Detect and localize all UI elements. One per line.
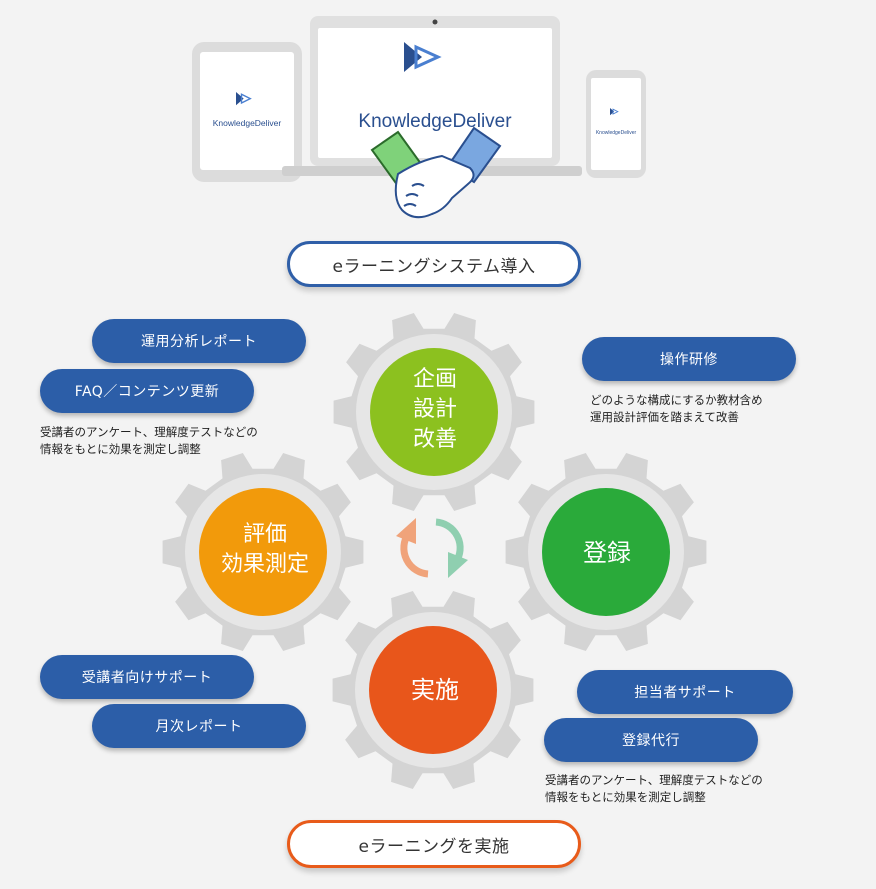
run-elearning-label: eラーニングを実施 — [287, 820, 581, 868]
cycle-arrows-icon — [396, 518, 468, 578]
gear-plan-line-3: 改善 — [412, 427, 457, 452]
tablet-brand: KnowledgeDeliver — [213, 118, 282, 128]
pill-learner-support-text: 受講者向けサポート — [81, 670, 213, 686]
tablet-device: KnowledgeDeliver — [192, 42, 302, 182]
left-top-note-line-2: 情報をもとに効果を測定し調整 — [40, 442, 201, 456]
pill-admin-support-text: 担当者サポート — [634, 685, 736, 701]
right-top-note: どのような構成にするか教材含め 運用設計評価を踏まえて改善 — [590, 392, 763, 426]
right-bottom-note-line-1: 受講者のアンケート、理解度テストなどの — [545, 773, 763, 787]
gear-register — [505, 453, 707, 651]
right-bottom-note: 受講者のアンケート、理解度テストなどの 情報をもとに効果を測定し調整 — [545, 772, 763, 806]
gear-plan-label: 企画 設計 改善 — [370, 355, 500, 465]
devices-illustration: KnowledgeDeliver KnowledgeDeliver Knowle… — [192, 16, 646, 219]
phone-device: KnowledgeDeliver — [586, 70, 646, 178]
pill-monthly-report: 月次レポート — [92, 704, 306, 748]
gear-plan-line-1: 企画 — [412, 367, 457, 392]
gear-evaluate-line-2: 効果測定 — [220, 552, 309, 577]
gear-evaluate-line-1: 評価 — [242, 522, 287, 547]
pill-admin-support: 担当者サポート — [577, 670, 793, 714]
left-top-note: 受講者のアンケート、理解度テストなどの 情報をもとに効果を測定し調整 — [40, 424, 258, 458]
pill-learner-support: 受講者向けサポート — [40, 655, 254, 699]
phone-brand: KnowledgeDeliver — [596, 130, 637, 136]
pill-operation-analysis-report-text: 運用分析レポート — [141, 334, 257, 350]
pill-monthly-report-text: 月次レポート — [155, 719, 243, 735]
run-elearning-text: eラーニングを実施 — [358, 836, 510, 857]
gear-register-label: 登録 — [545, 535, 669, 571]
gear-plan — [333, 313, 535, 511]
system-introduction-label: eラーニングシステム導入 — [287, 241, 581, 287]
gear-run-core — [369, 626, 497, 754]
gear-plan-line-2: 設計 — [412, 397, 457, 422]
left-top-note-line-1: 受講者のアンケート、理解度テストなどの — [40, 425, 258, 439]
pill-operation-training-text: 操作研修 — [660, 352, 718, 368]
system-introduction-text: eラーニングシステム導入 — [332, 256, 536, 277]
gear-run-label: 実施 — [370, 670, 500, 710]
right-bottom-note-line-2: 情報をもとに効果を測定し調整 — [545, 790, 706, 804]
gear-run-line-1: 実施 — [411, 676, 459, 704]
gear-register-core — [542, 488, 670, 616]
gear-plan-core — [370, 348, 498, 476]
pill-faq-content-update-text: FAQ／コンテンツ更新 — [74, 384, 220, 400]
handshake-icon — [370, 126, 502, 219]
pill-operation-analysis-report: 運用分析レポート — [92, 319, 306, 363]
pill-operation-training: 操作研修 — [582, 337, 796, 381]
pill-registration-proxy-text: 登録代行 — [622, 733, 680, 749]
laptop-device: KnowledgeDeliver — [282, 16, 582, 176]
gear-run — [332, 591, 534, 789]
gear-evaluate-label: 評価 効果測定 — [200, 515, 330, 585]
right-top-note-line-2: 運用設計評価を踏まえて改善 — [590, 410, 739, 424]
gear-evaluate-core — [199, 488, 327, 616]
pill-faq-content-update: FAQ／コンテンツ更新 — [40, 369, 254, 413]
gear-register-line-1: 登録 — [583, 539, 631, 567]
pill-registration-proxy: 登録代行 — [544, 718, 758, 762]
gear-evaluate — [162, 453, 364, 651]
right-top-note-line-1: どのような構成にするか教材含め — [590, 393, 763, 407]
